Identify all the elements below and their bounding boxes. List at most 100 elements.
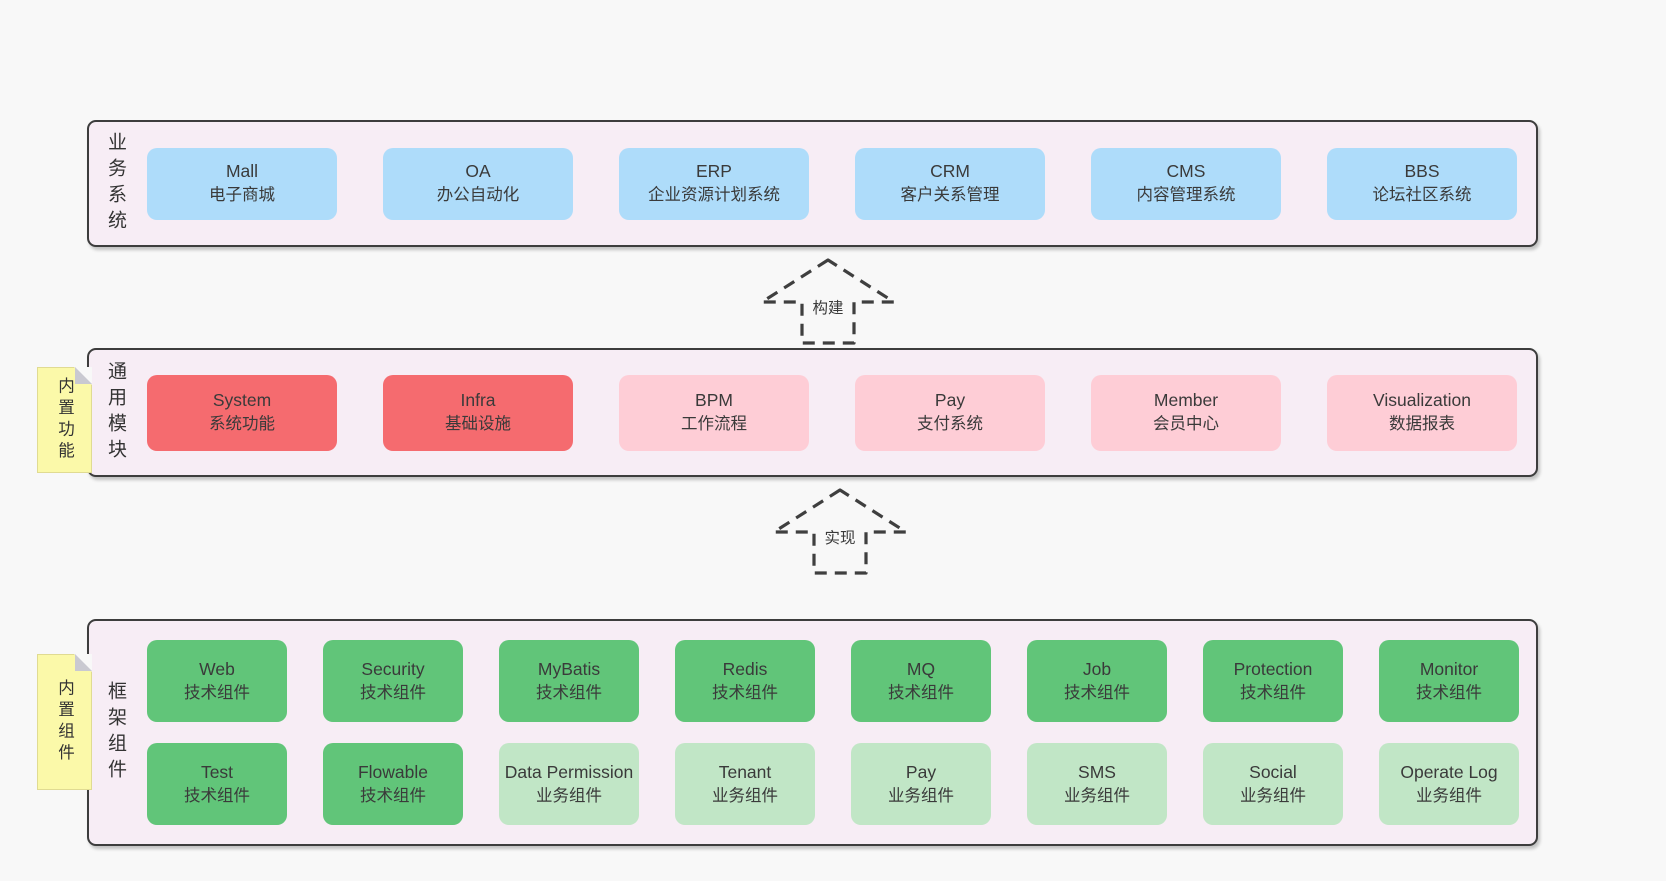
node-system: System 系统功能 (147, 374, 337, 451)
node-title: Operate Log (1400, 761, 1498, 782)
node-subtitle: 办公自动化 (436, 186, 520, 205)
node-title: BPM (695, 390, 733, 411)
node-subtitle: 工作流程 (681, 415, 747, 434)
node-title: Protection (1233, 658, 1313, 679)
arrow-implement-label: 实现 (821, 526, 859, 548)
node-test: Test 技术组件 (147, 743, 287, 825)
node-subtitle: 系统功能 (209, 415, 275, 434)
node-subtitle: 技术组件 (360, 683, 426, 702)
node-oa: OA 办公自动化 (383, 147, 573, 220)
node-title: Mall (225, 161, 259, 182)
layer-framework-components: 框架组件 Web 技术组件 Security 技术组件 MyBatis 技术组件… (87, 619, 1538, 846)
arrow-implement: 实现 (770, 486, 910, 576)
node-subtitle: 业务组件 (536, 786, 602, 805)
layer-label-modules: 通用模块 (105, 360, 126, 465)
layer-label-components: 框架组件 (105, 680, 126, 785)
dashed-up-arrow-icon (772, 488, 908, 575)
node-pay: Pay 支付系统 (855, 374, 1045, 451)
node-subtitle: 客户关系管理 (900, 186, 1000, 205)
node-title: Visualization (1373, 390, 1471, 411)
node-title: SMS (1078, 761, 1116, 782)
node-title: Tenant (718, 761, 772, 782)
node-mall: Mall 电子商城 (147, 147, 337, 220)
node-bbs: BBS 论坛社区系统 (1327, 147, 1517, 220)
node-subtitle: 数据报表 (1389, 415, 1455, 434)
node-subtitle: 技术组件 (712, 683, 778, 702)
node-security: Security 技术组件 (323, 640, 463, 722)
node-monitor: Monitor 技术组件 (1379, 640, 1519, 722)
node-title: Security (361, 658, 425, 679)
node-title: OA (465, 161, 491, 182)
node-subtitle: 技术组件 (1064, 683, 1130, 702)
node-cms: CMS 内容管理系统 (1091, 147, 1281, 220)
node-pay-business: Pay 业务组件 (851, 743, 991, 825)
node-subtitle: 企业资源计划系统 (648, 186, 780, 205)
node-visualization: Visualization 数据报表 (1327, 374, 1517, 451)
layer-label-business: 业务系统 (105, 131, 126, 236)
node-subtitle: 技术组件 (360, 786, 426, 805)
node-redis: Redis 技术组件 (675, 640, 815, 722)
sticky-note-builtin-features: 内置功能 (37, 367, 92, 473)
node-subtitle: 内容管理系统 (1136, 186, 1236, 205)
sticky-note-text: 内置功能 (55, 377, 74, 463)
arrow-build: 构建 (758, 256, 898, 346)
node-bpm: BPM 工作流程 (619, 374, 809, 451)
node-title: Infra (460, 390, 496, 411)
sticky-note-text: 内置组件 (55, 679, 74, 765)
business-node-row: Mall 电子商城 OA 办公自动化 ERP 企业资源计划系统 CRM 客户关系… (147, 147, 1517, 220)
module-node-row: System 系统功能 Infra 基础设施 BPM 工作流程 Pay 支付系统… (147, 374, 1517, 451)
component-row-2: Test 技术组件 Flowable 技术组件 Data Permission … (147, 743, 1519, 825)
node-job: Job 技术组件 (1027, 640, 1167, 722)
node-title: Pay (934, 390, 966, 411)
layer-business-systems: 业务系统 Mall 电子商城 OA 办公自动化 ERP 企业资源计划系统 CRM… (87, 120, 1538, 247)
node-subtitle: 基础设施 (445, 415, 511, 434)
node-subtitle: 业务组件 (888, 786, 954, 805)
node-subtitle: 技术组件 (536, 683, 602, 702)
node-data-permission: Data Permission 业务组件 (499, 743, 639, 825)
node-subtitle: 业务组件 (1240, 786, 1306, 805)
node-title: System (212, 390, 272, 411)
node-title: ERP (696, 161, 732, 182)
node-subtitle: 技术组件 (184, 786, 250, 805)
node-title: BBS (1404, 161, 1440, 182)
node-mq: MQ 技术组件 (851, 640, 991, 722)
node-sms: SMS 业务组件 (1027, 743, 1167, 825)
node-member: Member 会员中心 (1091, 374, 1281, 451)
node-title: CMS (1166, 161, 1206, 182)
sticky-note-builtin-components: 内置组件 (37, 654, 92, 790)
node-subtitle: 技术组件 (888, 683, 954, 702)
node-subtitle: 技术组件 (1416, 683, 1482, 702)
node-title: Redis (722, 658, 768, 679)
node-subtitle: 技术组件 (1240, 683, 1306, 702)
node-title: Flowable (357, 761, 429, 782)
node-subtitle: 论坛社区系统 (1372, 186, 1472, 205)
component-row-1: Web 技术组件 Security 技术组件 MyBatis 技术组件 Redi… (147, 640, 1519, 722)
node-subtitle: 技术组件 (184, 683, 250, 702)
node-title: MQ (906, 658, 936, 679)
node-flowable: Flowable 技术组件 (323, 743, 463, 825)
node-subtitle: 电子商城 (209, 186, 275, 205)
node-title: Pay (905, 761, 937, 782)
node-infra: Infra 基础设施 (383, 374, 573, 451)
component-grid: Web 技术组件 Security 技术组件 MyBatis 技术组件 Redi… (147, 640, 1519, 825)
node-title: Test (200, 761, 234, 782)
node-operate-log: Operate Log 业务组件 (1379, 743, 1519, 825)
node-tenant: Tenant 业务组件 (675, 743, 815, 825)
node-subtitle: 业务组件 (712, 786, 778, 805)
node-erp: ERP 企业资源计划系统 (619, 147, 809, 220)
node-protection: Protection 技术组件 (1203, 640, 1343, 722)
node-title: Job (1082, 658, 1112, 679)
node-social: Social 业务组件 (1203, 743, 1343, 825)
arrow-build-label: 构建 (809, 296, 847, 318)
node-mybatis: MyBatis 技术组件 (499, 640, 639, 722)
node-title: Member (1153, 390, 1219, 411)
node-title: Monitor (1419, 658, 1479, 679)
node-crm: CRM 客户关系管理 (855, 147, 1045, 220)
node-subtitle: 支付系统 (917, 415, 983, 434)
node-web: Web 技术组件 (147, 640, 287, 722)
layer-common-modules: 通用模块 System 系统功能 Infra 基础设施 BPM 工作流程 Pay… (87, 348, 1538, 477)
node-title: Web (199, 658, 235, 679)
node-subtitle: 会员中心 (1153, 415, 1219, 434)
dashed-up-arrow-icon (760, 258, 896, 345)
